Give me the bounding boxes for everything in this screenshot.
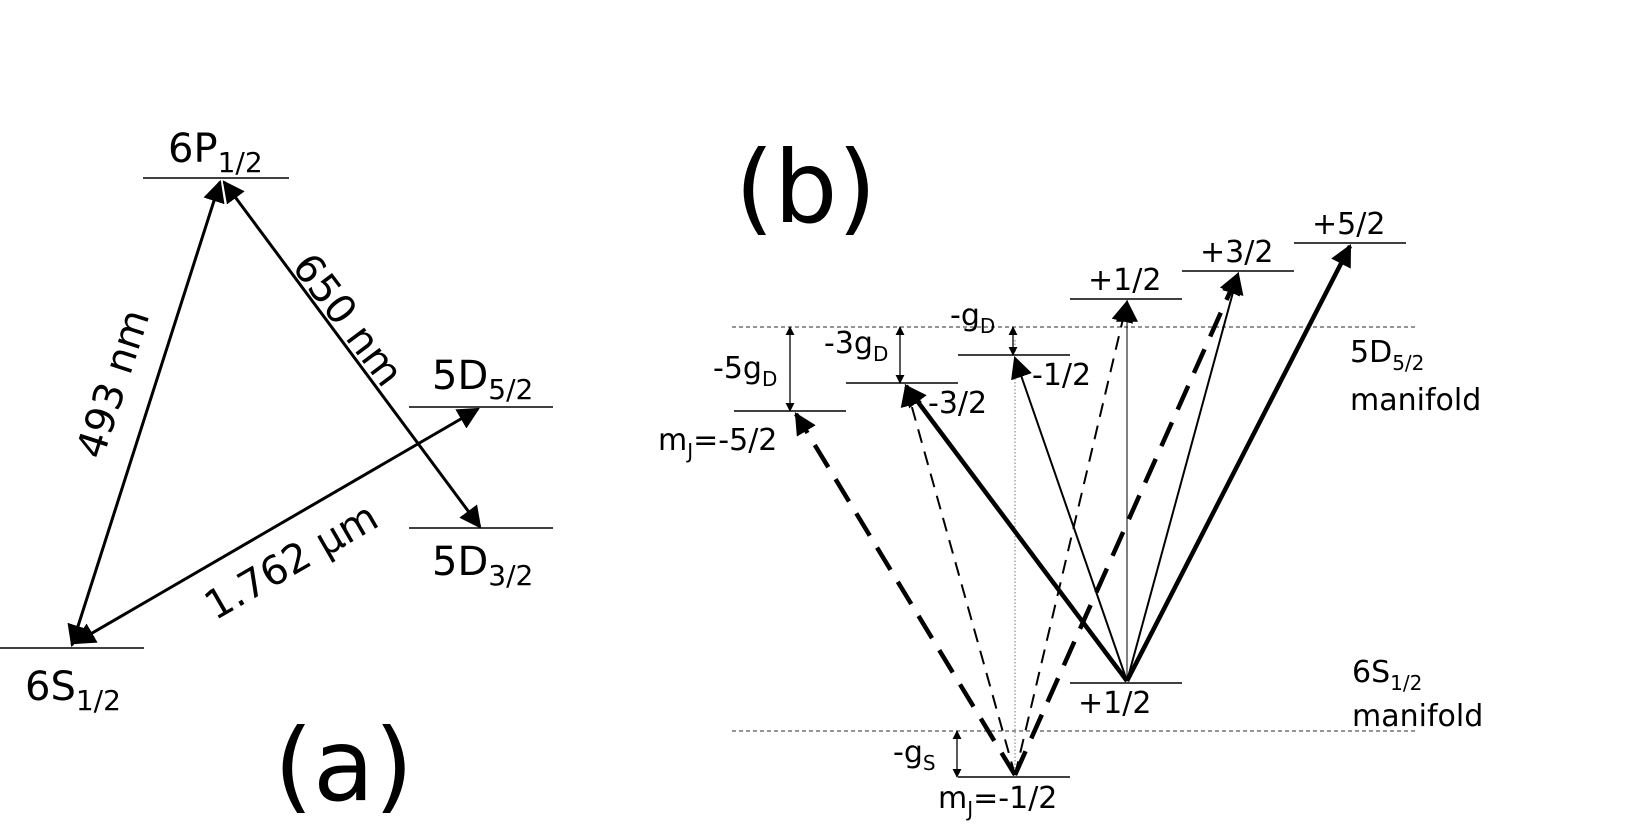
panel-a: 6P1/2 6S1/2 5D5/2 5D3/2 493 nm 650 nm 1.… xyxy=(0,126,553,824)
s-sublevel-m12-label: mJ=-1/2 xyxy=(938,781,1057,821)
transition-m12-to-m52 xyxy=(794,412,1017,777)
d-sublevel-m32-label: -3/2 xyxy=(928,386,987,421)
s-manifold-label: 6S1/2 xyxy=(1352,655,1422,695)
transition-p12-to-m12 xyxy=(1011,355,1128,682)
level-6s12-label: 6S1/2 xyxy=(25,664,121,717)
s-sublevel-p12-label: +1/2 xyxy=(1078,686,1151,721)
d-sublevel-m12-label: -1/2 xyxy=(1032,358,1091,393)
transition-m12-to-m32 xyxy=(900,383,1016,776)
level-6p12-label: 6P1/2 xyxy=(168,126,263,179)
transition-p12-to-m32 xyxy=(904,384,1129,683)
panel-b: (b) mJ=-5/2 -3/2 -1/2 +1/2 +3/2 +5/2 mJ=… xyxy=(658,129,1483,821)
shift-gs-label: -gS xyxy=(893,735,936,775)
shift-5gd-label: -5gD xyxy=(713,351,777,391)
panel-a-label: (a) xyxy=(274,707,413,824)
d-sublevel-m52-label: mJ=-5/2 xyxy=(658,423,777,463)
d-sublevel-p52-label: +5/2 xyxy=(1312,207,1385,242)
transition-m12-to-p12 xyxy=(1014,299,1134,776)
d-sublevel-p12-label: +1/2 xyxy=(1088,263,1161,298)
transition-m12-to-p32 xyxy=(1012,271,1241,776)
transition-p12-to-p52 xyxy=(1124,244,1353,683)
shift-3gd-label: -3gD xyxy=(824,326,888,366)
shift-gd-label: -gD xyxy=(950,298,995,338)
d-manifold-word: manifold xyxy=(1350,383,1481,418)
level-5d32-label: 5D3/2 xyxy=(432,539,533,592)
transition-p12-to-p32 xyxy=(1126,271,1244,682)
label-493nm: 493 nm xyxy=(68,304,159,464)
arrow-1762um xyxy=(73,407,480,645)
d-manifold-label: 5D5/2 xyxy=(1350,335,1424,375)
panel-b-label: (b) xyxy=(735,129,877,246)
s-manifold-word: manifold xyxy=(1352,699,1483,734)
level-5d52-label: 5D5/2 xyxy=(432,353,533,406)
label-1762um: 1.762 µm xyxy=(197,494,386,630)
label-650nm: 650 nm xyxy=(283,245,412,395)
d-sublevel-p32-label: +3/2 xyxy=(1200,235,1273,270)
